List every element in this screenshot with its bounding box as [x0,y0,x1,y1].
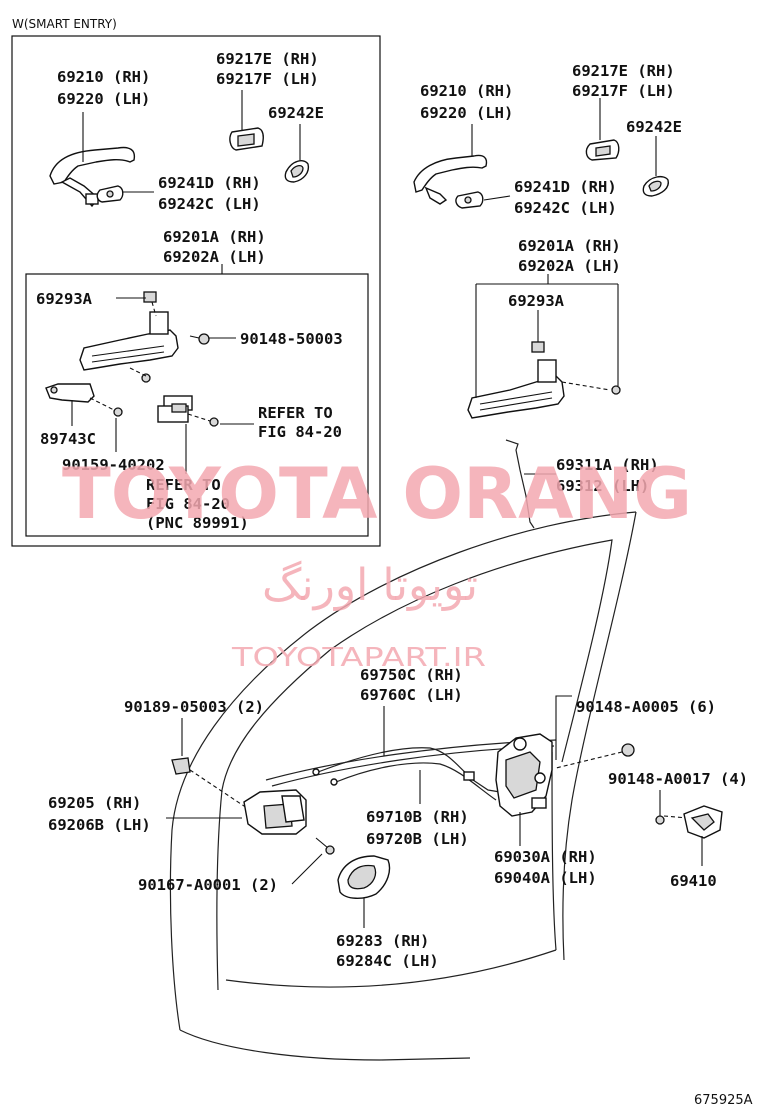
drawing-number: 675925A [694,1093,753,1108]
frame-subassembly-box [25,273,369,537]
std-cover-part [455,191,484,209]
smart-bolt-part [189,333,210,345]
smart-entry-box [11,35,381,547]
std-rod-part [505,439,535,529]
smart-handle-label-lh: 69220 (LH) [57,90,150,108]
cable-b-label-rh: 69710B (RH) [366,808,469,826]
refer-b-line3: (PNC 89991) [146,514,249,532]
smart-pad-label: 69242E [268,104,324,122]
refer-a-line1: REFER TO [258,404,333,422]
inside-handle-label-rh: 69205 (RH) [48,794,141,812]
clip-screw-part [171,757,251,811]
smart-cover-part [96,185,124,203]
smart-handle-label-rh: 69210 (RH) [57,68,150,86]
std-clip-label: 69293A [508,292,565,310]
striker-screw-part [655,798,689,825]
bezel-label-rh: 69283 (RH) [336,932,429,950]
std-handle-label-lh: 69220 (LH) [420,104,513,122]
watermark-latin: TOYOTA ORANG [62,453,692,535]
smart-cap-label-rh: 69217E (RH) [216,50,319,68]
std-cover-label-lh: 69242C (LH) [514,199,617,217]
refer-b-line1: REFER TO [146,476,221,494]
std-handle-part [413,154,488,205]
door-outline [169,511,637,1061]
smart-handle-part [49,146,136,208]
bezel-part [337,855,391,899]
std-pad-label: 69242E [626,118,682,136]
std-cap-label-lh: 69217F (LH) [572,82,675,100]
std-cap-part [585,139,620,161]
lock-screw-part [555,743,635,769]
cable-a-label-rh: 69750C (RH) [360,666,463,684]
std-rod-label-rh: 69311A (RH) [556,456,659,474]
watermark-url: TOYOTAPART.IR [231,643,486,673]
inside-handle-part [243,789,307,835]
smart-screw-part [113,407,123,417]
striker-part [683,805,723,839]
smart-frame-screw-part [141,373,151,383]
std-pad-part [642,175,669,197]
smart-clip-label: 69293A [36,290,93,308]
inside-screw-label: 90167-A0001 (2) [138,876,278,894]
smart-frame-label-rh: 69201A (RH) [163,228,266,246]
cable-b-part [463,771,501,793]
smart-cap-label-lh: 69217F (LH) [216,70,319,88]
smart-cap-part [229,127,264,151]
inside-handle-label-lh: 69206B (LH) [48,816,151,834]
std-frame-label-lh: 69202A (LH) [518,257,621,275]
bezel-label-lh: 69284C (LH) [336,952,439,970]
lock-label-lh: 69040A (LH) [494,869,597,887]
smart-frame-label-lh: 69202A (LH) [163,248,266,266]
inside-screw-part [315,837,335,855]
smart-pad-part [284,160,310,183]
smart-sensor-screw-part [209,417,219,427]
smart-cover-label-lh: 69242C (LH) [158,195,261,213]
smart-screw-label: 90159-40202 [62,456,165,474]
std-frame-label-rh: 69201A (RH) [518,237,621,255]
smart-cover-label-rh: 69241D (RH) [158,174,261,192]
std-frame-bolt-part [611,385,621,395]
smart-bracket-part [45,383,95,403]
cable-b-label-lh: 69720B (LH) [366,830,469,848]
std-cap-label-rh: 69217E (RH) [572,62,675,80]
std-rod-label-lh: 69312 (LH) [556,477,649,495]
striker-screw-label: 90148-A0017 (4) [608,770,748,788]
clip-screw-label: 90189-05003 (2) [124,698,264,716]
cable-a-part [312,747,497,801]
lock-screw-label: 90148-A0005 (6) [576,698,716,716]
striker-label: 69410 [670,872,717,890]
cable-a-label-lh: 69760C (LH) [360,686,463,704]
refer-b-line2: FIG 84-20 [146,495,230,513]
std-frame-part [467,341,565,419]
smart-frame-part [79,291,179,371]
std-handle-label-rh: 69210 (RH) [420,82,513,100]
std-cover-label-rh: 69241D (RH) [514,178,617,196]
lock-label-rh: 69030A (RH) [494,848,597,866]
smart-sensor-part [157,395,193,423]
watermark-arabic: تویوتا اورنگ [262,560,478,611]
smart-bracket-label: 89743C [40,430,96,448]
lock-part [495,733,553,817]
refer-a-line2: FIG 84-20 [258,423,342,441]
variant-label: W(SMART ENTRY) [12,17,117,31]
smart-bolt-label: 90148-50003 [240,330,343,348]
